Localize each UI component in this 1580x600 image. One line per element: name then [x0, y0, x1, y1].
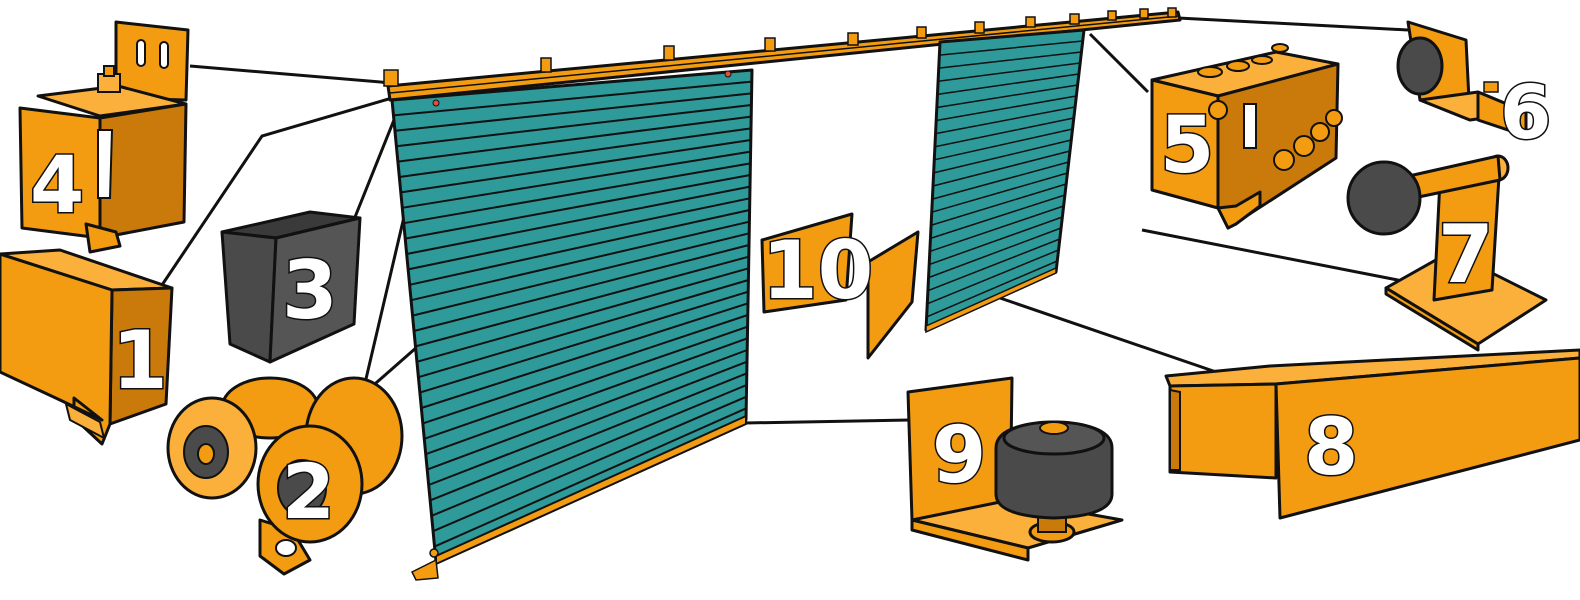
- panel-slat-line: [400, 139, 751, 194]
- panel-slat-line: [412, 232, 750, 317]
- panel-slat-line: [409, 209, 750, 286]
- panel-slat-line: [928, 216, 1063, 266]
- gate-panel-rear: [924, 28, 1086, 334]
- panel-slat-line: [926, 249, 1059, 305]
- leader-line-1: [158, 96, 393, 289]
- panel-slat-line: [416, 267, 749, 363]
- leader-line-8: [999, 296, 1223, 376]
- part-2-trolley-roller-carriage: [166, 376, 404, 576]
- callout-numbers: 1 2 3 4 5 6 7 8 9 10: [29, 69, 1554, 538]
- part-5-adjustable-rail-bracket: [1150, 43, 1343, 230]
- part-3-rail-end-cap: [220, 210, 362, 364]
- panel-slat-line: [406, 185, 751, 255]
- panel-slat-line: [393, 80, 752, 117]
- top-rail: [386, 10, 1182, 102]
- callout-number-8: 8: [1304, 403, 1358, 493]
- callout-number-5: 5: [1160, 101, 1214, 191]
- trolley-clip: [383, 69, 399, 87]
- panel-slat-line: [930, 194, 1066, 240]
- callout-number-4: 4: [30, 141, 84, 231]
- top-rail-beam: [386, 10, 1182, 102]
- panel-slat-line: [937, 62, 1081, 83]
- panel-slat-line: [422, 314, 749, 425]
- part-6-end-stop-buffer: [1396, 20, 1528, 138]
- part-7-bottom-stop-buffer: [1346, 154, 1548, 352]
- panel-slat-line: [935, 106, 1076, 135]
- panel-slat-line: [431, 384, 747, 517]
- panel-slat-line: [927, 238, 1061, 292]
- panel-slat-line: [426, 349, 748, 471]
- panel-slat-line: [928, 227, 1062, 279]
- panel-slat-line: [932, 150, 1071, 187]
- panel-slat-line: [936, 84, 1078, 109]
- part-1-track-rail-profile: [0, 248, 174, 446]
- part-8-bottom-guide-rail: [1164, 348, 1580, 520]
- panel-slat-line: [419, 290, 749, 394]
- panel-slat-line: [432, 395, 747, 533]
- panel-slat-line: [410, 220, 750, 302]
- trolley-clip: [1139, 8, 1149, 19]
- panel-slat-line: [423, 325, 748, 440]
- trolley-clip: [540, 57, 552, 73]
- callout-number-2: 2: [282, 447, 335, 536]
- panel-slat-line: [394, 92, 752, 132]
- panel-slat-line: [931, 172, 1068, 213]
- callout-number-1: 1: [112, 314, 168, 407]
- panel-slat-line: [938, 51, 1082, 69]
- part-10-gate-panel-fragment: [760, 212, 920, 360]
- panel-slat-line: [415, 255, 750, 348]
- panel-slat-line: [399, 127, 752, 178]
- trolley-clip: [847, 32, 859, 46]
- panel-slat-line: [429, 372, 748, 502]
- trolley-clip: [1107, 10, 1117, 21]
- callout-number-9: 9: [932, 411, 986, 501]
- trolley-clip: [1069, 13, 1080, 25]
- panel-slat-line: [425, 337, 748, 456]
- trolley-clip: [1167, 7, 1177, 18]
- panel-slat-line: [932, 161, 1069, 200]
- rail-trolley-clips: [383, 7, 1177, 87]
- panel-slat-line: [407, 197, 751, 271]
- panel-slat-line: [930, 183, 1067, 226]
- panel-slat-line: [937, 73, 1080, 96]
- trolley-clip: [663, 45, 675, 61]
- panel-slat-line: [403, 162, 751, 225]
- trolley-clip: [916, 26, 927, 39]
- leader-line-9: [744, 418, 911, 425]
- panel-slat-line: [933, 139, 1072, 174]
- gate-panel-main: [390, 68, 754, 581]
- panel-slat-line: [402, 150, 751, 209]
- trolley-clip: [764, 37, 776, 52]
- callout-number-3: 3: [282, 244, 338, 337]
- panel-slat-line: [929, 205, 1064, 253]
- panel-slat-line: [939, 40, 1083, 56]
- panel-slat-line: [934, 128, 1073, 161]
- part-9-bottom-guide-roller: [906, 376, 1124, 562]
- panel-slat-line: [934, 117, 1074, 148]
- panel-slat-line: [396, 104, 752, 148]
- panel-slat-line: [418, 279, 749, 379]
- leader-line-6: [1177, 16, 1409, 32]
- panel-slat-line: [405, 174, 751, 240]
- panel-slat-line: [936, 95, 1077, 122]
- panel-slat-line: [397, 115, 752, 163]
- callout-number-10: 10: [762, 224, 873, 317]
- callout-number-6: 6: [1500, 70, 1552, 156]
- panel-slat-line: [434, 407, 747, 548]
- trolley-clip: [974, 21, 985, 34]
- panel-slat-line: [413, 244, 750, 332]
- panel-slat-line: [421, 302, 749, 409]
- panel-slat-line: [428, 360, 748, 486]
- panel-slat-line: [926, 260, 1058, 318]
- leader-line-7: [1141, 228, 1409, 284]
- leader-line-5: [1088, 32, 1150, 94]
- part-4-wall-mount-bracket: [18, 20, 190, 254]
- leader-line-4: [189, 64, 393, 85]
- trolley-clip: [1025, 16, 1036, 28]
- callout-number-7: 7: [1438, 208, 1494, 301]
